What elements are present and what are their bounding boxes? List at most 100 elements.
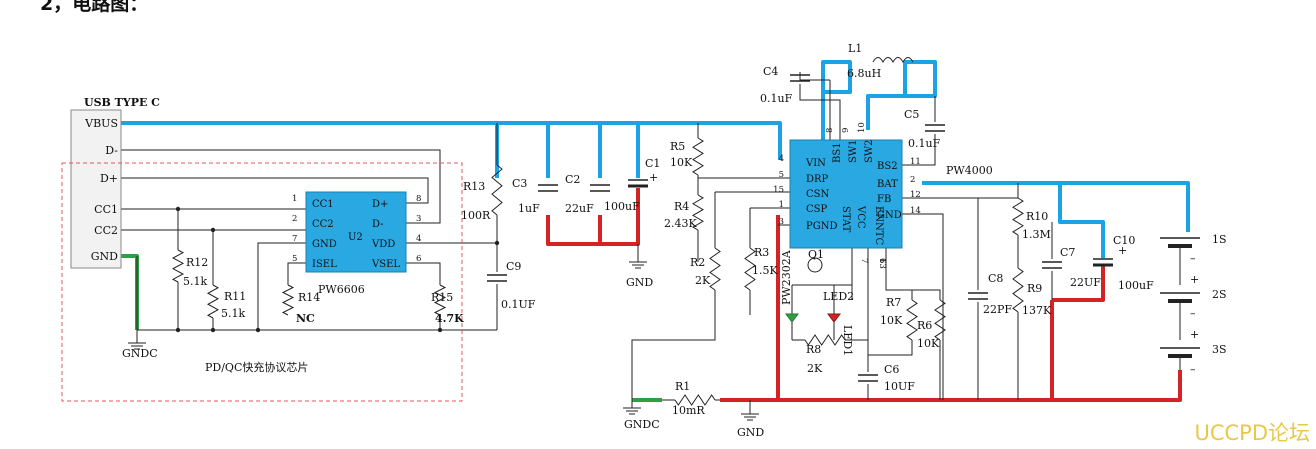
c10-value: 100uF <box>1118 279 1154 292</box>
wire <box>287 262 306 285</box>
u2-pin-number: 7 <box>292 234 297 244</box>
c10-capacitor <box>1093 258 1113 267</box>
c5-name: C5 <box>904 108 919 121</box>
r11-value: 5.1k <box>221 307 245 320</box>
pw4000-pin-number: 9 <box>841 128 851 133</box>
battery-tap-1s: 1S <box>1212 233 1227 246</box>
r8-value: 2K <box>807 362 823 375</box>
wire <box>631 290 716 400</box>
r9-name: R9 <box>1027 282 1042 295</box>
l1-value: 6.8uH <box>847 67 881 80</box>
c1-name: C1 <box>645 157 660 170</box>
battery-plus-sign: + <box>1190 328 1199 341</box>
pd-chip-dashed-box <box>61 162 463 402</box>
r15-value: 4.7K <box>435 312 464 325</box>
r1-shunt-resistor <box>674 394 716 406</box>
r12-value: 5.1k <box>183 275 207 288</box>
pw4000-pin-vin: VIN <box>805 158 826 169</box>
r12-resistor <box>171 249 185 283</box>
r4-resistor <box>692 194 704 231</box>
r2-resistor <box>709 247 721 291</box>
c7-name: C7 <box>1060 246 1075 259</box>
usb-pin-d+: D+ <box>100 172 118 185</box>
led2-name: LED2 <box>823 290 854 303</box>
r11-name: R11 <box>224 290 246 303</box>
q1-part: PW2302A <box>780 249 793 305</box>
r8-name: R8 <box>806 343 821 356</box>
junction-dot <box>494 240 500 246</box>
r15-name: R15 <box>431 291 453 304</box>
c9-capacitor <box>487 274 507 282</box>
pw4000-pin-number: 12 <box>910 190 921 200</box>
battery-gnd-trace <box>720 370 1182 402</box>
junction-dot <box>175 327 181 333</box>
u2-pin-cc1: CC1 <box>312 199 334 210</box>
led1-name: LED1 <box>841 325 854 356</box>
usb-connector-title: USB TYPE C <box>84 96 160 109</box>
pw4000-pin-number: 14 <box>910 206 921 216</box>
pw4000-pin-number: 11 <box>910 157 921 167</box>
r5-resistor <box>692 137 704 176</box>
r9-resistor <box>1012 267 1024 313</box>
pw6606-part-label: PW6606 <box>318 283 365 296</box>
c2-name: C2 <box>565 173 580 186</box>
u2-pin-vsel: VSEL <box>371 259 400 270</box>
c9-value: 0.1UF <box>501 298 536 311</box>
c3-value: 1uF <box>518 202 540 215</box>
pw4000-pin-csn: CSN <box>806 189 830 200</box>
battery-minus-sign: – <box>1190 307 1196 320</box>
wire <box>121 177 429 204</box>
battery-tap-2s: 2S <box>1212 288 1227 301</box>
r6-name: R6 <box>917 319 932 332</box>
gndc-symbol <box>623 407 641 415</box>
c6-name: C6 <box>884 363 899 376</box>
pw4000-pin-number: 15 <box>773 185 784 195</box>
pw6606-chip <box>305 191 407 273</box>
usb-gnd-symbol <box>128 342 146 350</box>
pw4000-pin-pgnd: PGND <box>806 221 837 232</box>
battery-tap-3s: 3S <box>1212 343 1227 356</box>
r6-value: 10K <box>917 337 940 350</box>
led2-green-diode <box>785 313 799 323</box>
junction-dot <box>210 327 216 333</box>
wire <box>868 340 913 356</box>
u2-pin-vdd: VDD <box>371 239 395 250</box>
c9-name: C9 <box>506 260 521 273</box>
pw4000-pin-number: 2 <box>910 175 915 185</box>
wire <box>406 262 441 285</box>
pw4000-pin-vcc: VCC <box>855 205 866 229</box>
components <box>61 57 1200 421</box>
input-gnd-symbol <box>629 261 647 269</box>
r9-value: 137K <box>1022 304 1052 317</box>
pw4000-pin-number: 5 <box>779 170 784 180</box>
pw4000-pin-number: 7 <box>859 258 869 263</box>
c6-capacitor <box>858 374 878 382</box>
r5-value: 10K <box>670 156 693 169</box>
pw4000-pin-gnd: GND <box>877 210 902 221</box>
c10-gnd-trace <box>1052 266 1105 302</box>
pw4000-pin-bs2: BS2 <box>877 161 898 172</box>
pw4000-pin-bs1: BS1 <box>832 142 843 163</box>
junction-dot <box>255 327 261 333</box>
c8-name: C8 <box>988 272 1003 285</box>
r15-resistor <box>433 284 447 316</box>
forum-watermark: UCCPD论坛 <box>1194 421 1310 445</box>
c8-value: 22PF <box>983 303 1012 316</box>
r14-name: R14 <box>298 291 320 304</box>
vbus-power-trace <box>120 121 782 160</box>
wire <box>799 72 830 81</box>
q1-name: Q1 <box>808 248 824 261</box>
battery-plus-sign: + <box>1190 273 1199 286</box>
c7-value: 22UF <box>1070 276 1101 289</box>
r10-resistor <box>1012 197 1024 236</box>
pw4000-pin-number: 10 <box>857 122 867 133</box>
c1-plus-sign: + <box>649 171 658 184</box>
usb-connector-body <box>70 109 122 269</box>
u2-pin-number: 5 <box>292 254 297 264</box>
input-gnd-label: GND <box>626 276 653 289</box>
c1-value: 100uF <box>604 200 640 213</box>
c7-capacitor <box>1042 261 1062 269</box>
wires <box>121 72 1181 414</box>
c3-name: C3 <box>512 177 527 190</box>
